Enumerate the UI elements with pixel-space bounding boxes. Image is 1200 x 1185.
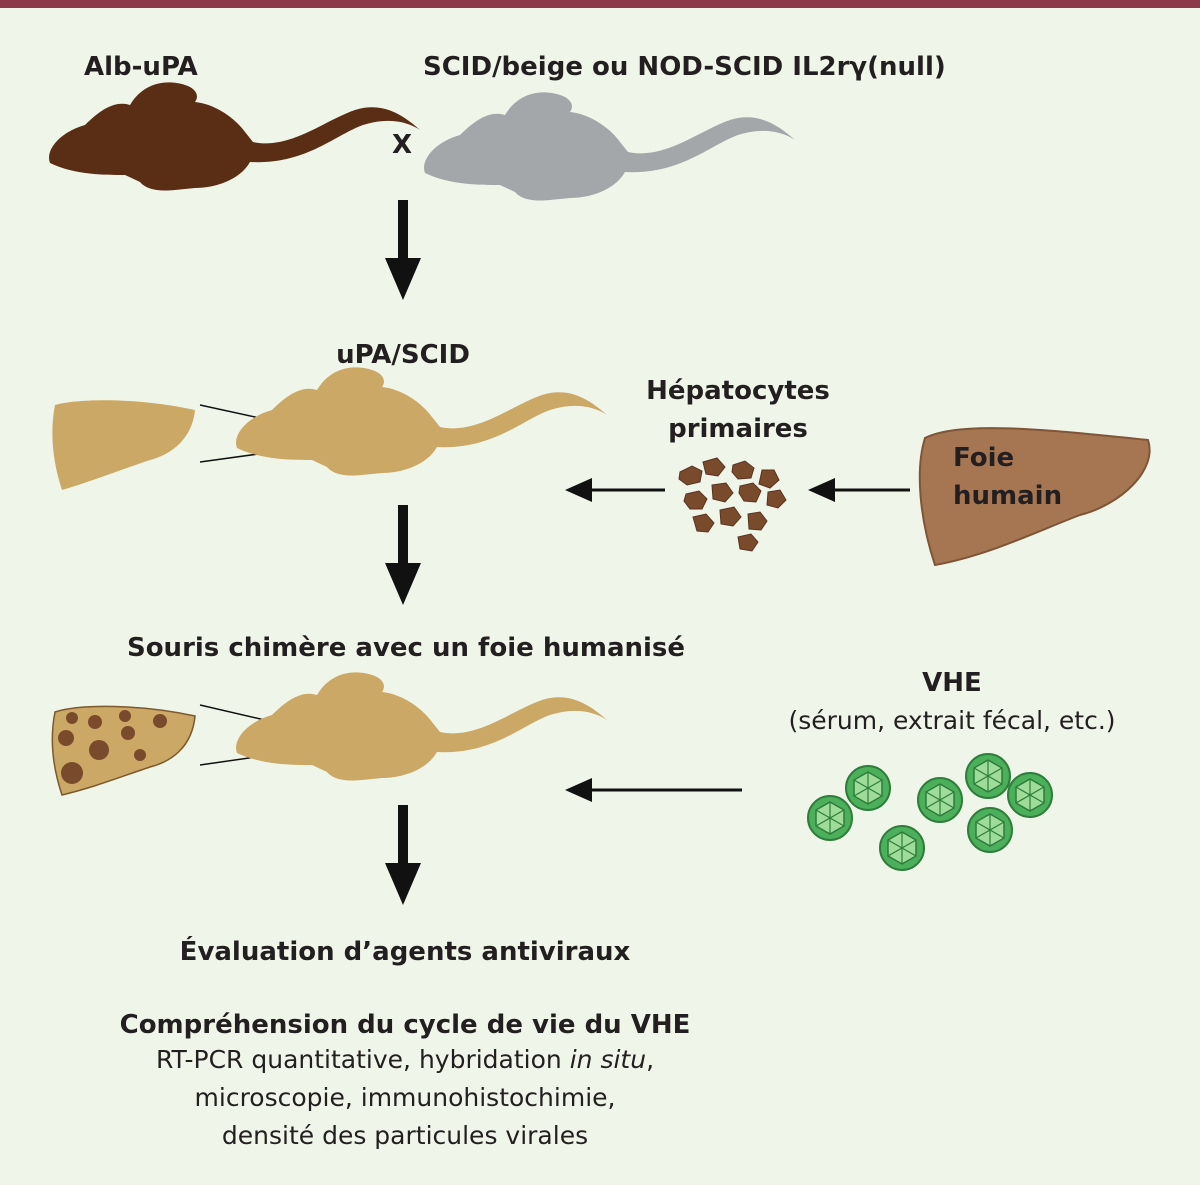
mouse-liver-1 — [52, 400, 195, 490]
label-vhe: VHE — [922, 668, 982, 698]
arrow-down-3 — [385, 805, 421, 905]
human-liver — [918, 427, 1151, 567]
methods-1-italic: in situ — [569, 1045, 647, 1074]
label-upa-scid: uPA/SCID — [336, 340, 470, 370]
label-scid-strains: SCID/beige ou NOD-SCID IL2rγ(null) — [423, 52, 946, 82]
label-alb-upa: Alb-uPA — [84, 52, 198, 82]
arrow-left-virus-to-mouse — [565, 778, 742, 802]
arrow-down-2 — [385, 505, 421, 605]
liver-spots — [58, 710, 167, 784]
virus-particles — [807, 753, 1053, 871]
top-border — [0, 0, 1200, 8]
arrow-down-1 — [385, 200, 421, 300]
upa-scid-mouse — [236, 367, 607, 476]
scid-mouse — [424, 92, 795, 201]
arrow-left-liver-to-cells — [808, 478, 910, 502]
arrow-left-cells-to-mouse — [565, 478, 665, 502]
label-foie-1: Foie — [953, 443, 1015, 473]
label-methods-1: RT-PCR quantitative, hybridation in situ… — [156, 1045, 654, 1074]
methods-1-text: RT-PCR quantitative, hybridation — [155, 1045, 570, 1074]
label-methods-2: microscopie, immunohistochimie, — [194, 1083, 616, 1112]
methods-1-comma: , — [646, 1045, 655, 1074]
label-methods-3: densité des particules virales — [221, 1121, 589, 1150]
label-cross: X — [392, 130, 413, 160]
hepatocyte-cells — [678, 457, 787, 552]
alb-upa-mouse — [49, 82, 420, 191]
label-hepatocytes-2: primaires — [668, 414, 808, 444]
label-vhe-sources: (sérum, extrait fécal, etc.) — [788, 706, 1116, 735]
label-hepatocytes-1: Hépatocytes — [646, 376, 830, 406]
label-evaluation: Évaluation d’agents antiviraux — [179, 937, 631, 967]
chimeric-liver — [51, 705, 196, 796]
label-chimere: Souris chimère avec un foie humanisé — [126, 633, 686, 663]
label-foie-2: humain — [953, 481, 1063, 511]
label-comprehension: Compréhension du cycle de vie du VHE — [119, 1010, 691, 1040]
chimeric-mouse — [236, 672, 607, 781]
